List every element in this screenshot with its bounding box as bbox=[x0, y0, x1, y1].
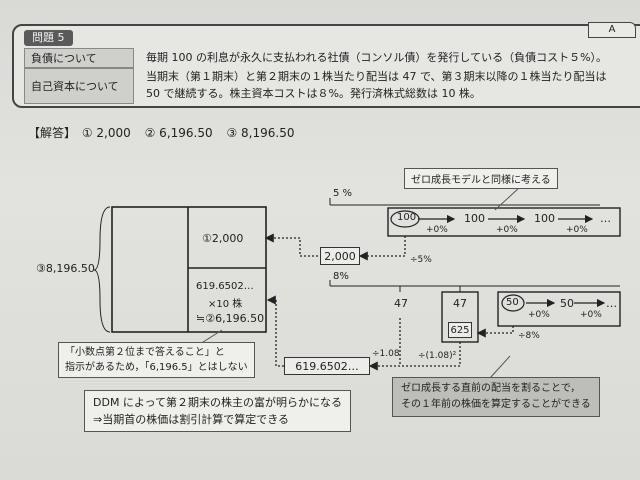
debt-growth-2: +0% bbox=[496, 225, 518, 235]
debt-growth-1: +0% bbox=[426, 225, 448, 235]
discount-period-2: ÷(1.08)² bbox=[418, 351, 457, 361]
debt-growth-3: +0% bbox=[566, 225, 588, 235]
equity-growth-1: +0% bbox=[528, 310, 550, 320]
debt-interest-2: 100 bbox=[464, 212, 485, 225]
equity-shares-label: ×10 株 bbox=[208, 299, 243, 310]
callout-ddm-line1: DDM によって第２期末の株主の富が明らかになる bbox=[93, 396, 343, 409]
callout-zero-line2: その１年前の株価を算定することができる bbox=[401, 399, 591, 410]
dividend-growth-next: 50 bbox=[560, 297, 574, 310]
equity-divisor-label: ÷8% bbox=[518, 331, 540, 341]
difficulty-badge: A bbox=[588, 22, 636, 38]
callout-rounding: 「小数点第２位まで答えること」と 指示があるため，「6,196.5」とはしない bbox=[58, 342, 255, 378]
equity-value-label: ≒②6,196.50 bbox=[196, 312, 265, 325]
equity-growth-2: +0% bbox=[580, 310, 602, 320]
problem-tag: 問題 5 bbox=[24, 30, 73, 46]
callout-ddm: DDM によって第２期末の株主の富が明らかになる ⇒当期首の株価は割引計算で算定… bbox=[84, 390, 352, 432]
terminal-price-box: 625 bbox=[448, 322, 472, 338]
debt-value-label: ①2,000 bbox=[202, 232, 244, 245]
debt-rate-label: 5 % bbox=[333, 188, 353, 199]
debt-interest-3: 100 bbox=[534, 212, 555, 225]
callout-ddm-line2: ⇒当期首の株価は割引計算で算定できる bbox=[93, 413, 289, 426]
answer-label: 【解答】 bbox=[28, 126, 77, 140]
dividend-period-1: 47 bbox=[394, 297, 408, 310]
answer-2: ② 6,196.50 bbox=[144, 126, 213, 140]
discount-period-1: ÷1.08 bbox=[372, 349, 400, 359]
debt-row-label: 負債について bbox=[24, 48, 134, 68]
debt-row-text: 毎期 100 の利息が永久に支払われる社債（コンソル債）を発行している（負債コス… bbox=[146, 51, 608, 64]
answer-line: 【解答】 ① 2,000 ② 6,196.50 ③ 8,196.50 bbox=[28, 124, 294, 141]
debt-interest-start: 100 bbox=[397, 212, 417, 223]
callout-zero-growth-explanation: ゼロ成長する直前の配当を割ることで， その１年前の株価を算定することができる bbox=[392, 377, 600, 417]
equity-rate-label: 8% bbox=[333, 271, 349, 282]
debt-divisor-label: ÷5% bbox=[410, 255, 432, 265]
equity-row-label: 自己資本について bbox=[24, 68, 134, 104]
dividend-period-2: 47 bbox=[453, 297, 467, 310]
equity-per-share-label: 619.6502… bbox=[196, 281, 254, 292]
equity-row-text-line2: 50 で継続する。株主資本コストは８%。発行済株式総数は 10 株。 bbox=[146, 87, 481, 100]
dividend-growth-ellipsis: … bbox=[606, 297, 617, 310]
callout-zero-line1: ゼロ成長する直前の配当を割ることで， bbox=[401, 383, 581, 394]
debt-value-box: 2,000 bbox=[320, 247, 360, 265]
dividend-growth-start: 50 bbox=[506, 297, 519, 308]
callout-rounding-line2: 指示があるため，「6,196.5」とはしない bbox=[65, 362, 248, 373]
total-assets-label: ③8,196.50 bbox=[36, 262, 95, 275]
answer-3: ③ 8,196.50 bbox=[226, 126, 295, 140]
answer-1: ① 2,000 bbox=[81, 126, 131, 140]
callout-rounding-line1: 「小数点第２位まで答えること」と bbox=[65, 347, 225, 358]
equity-row-text-line1: 当期末（第１期末）と第２期末の１株当たり配当は 47 で、第３期末以降の１株当た… bbox=[146, 70, 607, 83]
present-value-box: 619.6502… bbox=[284, 357, 370, 375]
debt-interest-ellipsis: … bbox=[600, 212, 611, 225]
callout-zero-growth-model: ゼロ成長モデルと同様に考える bbox=[404, 168, 558, 189]
